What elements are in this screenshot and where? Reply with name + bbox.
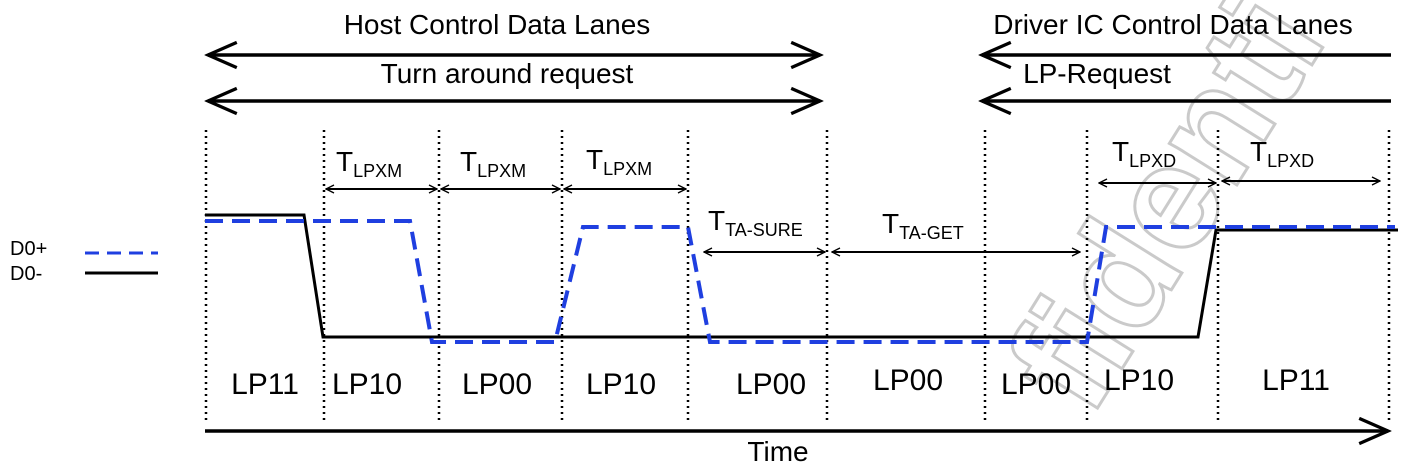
turnaround-label: Turn around request xyxy=(381,58,634,89)
lp-request-label: LP-Request xyxy=(1023,58,1171,89)
timing-label: TTA-SURE xyxy=(708,205,803,240)
timing-arrows xyxy=(326,181,1380,252)
driver-control-label: Driver IC Control Data Lanes xyxy=(993,9,1352,40)
legend-d0-minus-label: D0- xyxy=(10,263,42,285)
header-arrows: Host Control Data Lanes Turn around requ… xyxy=(208,9,1391,101)
timing-label: TLPXD xyxy=(1112,136,1176,171)
timing-label: TLPXM xyxy=(460,146,526,181)
state-labels: LP11 LP10 LP00 LP10 LP00 LP00 LP00 LP10 … xyxy=(231,364,1330,401)
state-label: LP10 xyxy=(332,368,402,401)
timing-label: TLPXD xyxy=(1250,136,1314,171)
state-label: LP00 xyxy=(1001,368,1071,401)
state-label: LP11 xyxy=(231,368,299,401)
legend: D0+ D0- xyxy=(10,238,158,285)
d0-minus-signal xyxy=(205,213,1398,339)
time-axis-label: Time xyxy=(747,436,808,467)
timing-label: TLPXM xyxy=(586,144,652,179)
phase-boundaries xyxy=(204,130,1391,420)
d0-plus-signal xyxy=(205,219,1395,344)
state-label: LP10 xyxy=(586,368,656,401)
timing-label: TTA-GET xyxy=(882,208,964,243)
state-label: LP11 xyxy=(1262,364,1330,397)
state-label: LP00 xyxy=(873,364,943,397)
state-label: LP00 xyxy=(736,368,806,401)
host-control-label: Host Control Data Lanes xyxy=(344,9,651,40)
state-label: LP10 xyxy=(1104,364,1174,397)
legend-d0-plus-label: D0+ xyxy=(10,238,47,260)
state-label: LP00 xyxy=(462,368,532,401)
timing-labels: TLPXM TLPXM TLPXM TTA-SURE TTA-GET TLPXD… xyxy=(336,136,1314,243)
timing-label: TLPXM xyxy=(336,146,402,181)
